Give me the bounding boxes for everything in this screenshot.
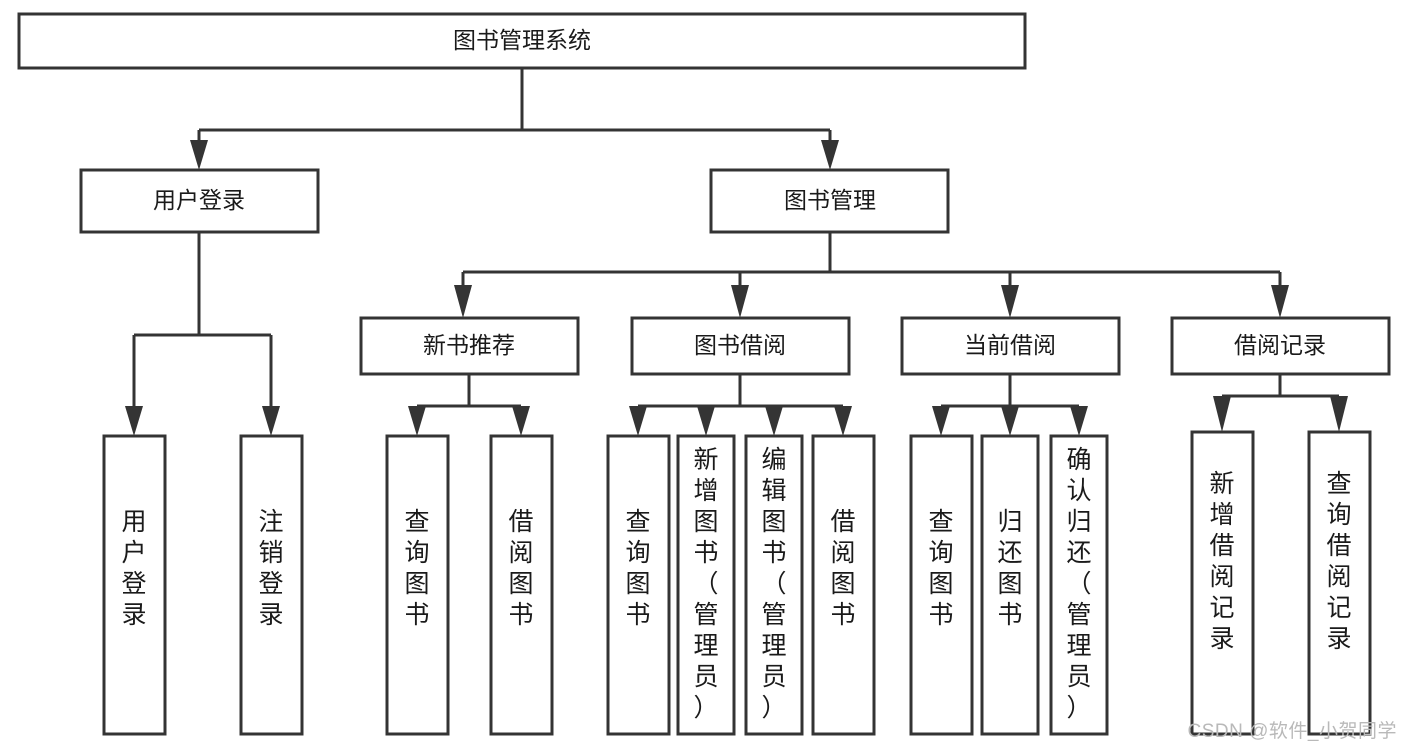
leaf-currentborrow-confirm-return-label: 确认归还（管理员） xyxy=(1066,446,1091,722)
leaf-bookborrow-borrow-book-box xyxy=(811,434,876,736)
arrow-head-newbook-leaf-1 xyxy=(408,406,426,436)
node-user-login-box xyxy=(79,168,320,234)
arrow-head-bookborrow-leaf-2 xyxy=(697,406,715,436)
node-book-borrow-label: 图书借阅 xyxy=(694,332,786,358)
node-borrow-record-label: 借阅记录 xyxy=(1234,332,1326,358)
arrow-head-new-book-recommend xyxy=(454,285,472,318)
leaf-bookborrow-edit-book-box xyxy=(744,434,804,736)
arrow-head-bookborrow-leaf-4 xyxy=(834,406,852,436)
node-borrow-record[interactable]: 借阅记录 xyxy=(1170,316,1391,376)
node-current-borrow-label: 当前借阅 xyxy=(964,332,1056,358)
leaf-bookborrow-add-book-label: 新增图书（管理员） xyxy=(693,446,718,722)
leaf-currentborrow-confirm-return-box xyxy=(1049,434,1109,736)
arrow-head-bookborrow-leaf-1 xyxy=(629,406,647,436)
arrow-head-borrow-record xyxy=(1271,285,1289,318)
leaf-bookborrow-query-book-box xyxy=(606,434,671,736)
leaf-bookborrow-add-book-box xyxy=(676,434,736,736)
node-book-management-label: 图书管理 xyxy=(784,187,876,213)
leaf-newbook-query-book[interactable]: 查询图书 xyxy=(385,434,450,736)
arrow-head-newbook-leaf-2 xyxy=(512,406,530,436)
leaf-borrowrecord-add-record-box xyxy=(1190,430,1255,736)
node-current-borrow-box xyxy=(900,316,1121,376)
node-book-management[interactable]: 图书管理 xyxy=(709,168,950,234)
leaf-currentborrow-confirm-return[interactable]: 确认归还（管理员） xyxy=(1049,434,1109,736)
leaf-bookborrow-query-book-label: 查询图书 xyxy=(625,508,650,629)
leaf-borrowrecord-query-record-label: 查询借阅记录 xyxy=(1326,470,1351,653)
node-borrow-record-box xyxy=(1170,316,1391,376)
leaf-newbook-borrow-book-box xyxy=(489,434,554,736)
leaf-user-login-login-label: 用户登录 xyxy=(121,508,146,629)
node-user-login[interactable]: 用户登录 xyxy=(79,168,320,234)
node-book-management-box xyxy=(709,168,950,234)
arrow-head-borrowrecord-leaf-1 xyxy=(1213,396,1231,432)
leaf-currentborrow-query-book[interactable]: 查询图书 xyxy=(909,434,974,736)
node-root-box xyxy=(17,12,1027,70)
leaf-borrowrecord-add-record-label: 新增借阅记录 xyxy=(1209,470,1234,653)
leaf-borrowrecord-query-record-box xyxy=(1307,430,1372,736)
arrow-head-bookborrow-leaf-3 xyxy=(765,406,783,436)
arrow-head-currentborrow-leaf-2 xyxy=(1001,406,1019,436)
arrow-head-borrowrecord-leaf-2 xyxy=(1330,396,1348,432)
connector-layer xyxy=(125,68,1348,436)
node-root-book-management-system[interactable]: 图书管理系统 xyxy=(17,12,1027,70)
leaf-newbook-borrow-book[interactable]: 借阅图书 xyxy=(489,434,554,736)
node-book-borrow[interactable]: 图书借阅 xyxy=(630,316,851,376)
node-root-label: 图书管理系统 xyxy=(453,27,591,53)
arrow-head-user-login xyxy=(190,140,208,170)
arrow-head-leaf-logout xyxy=(262,406,280,436)
leaf-newbook-query-book-label: 查询图书 xyxy=(404,508,429,629)
leaf-user-login-login[interactable]: 用户登录 xyxy=(102,434,167,736)
leaf-currentborrow-return-book-box xyxy=(980,434,1040,736)
arrow-head-leaf-user-login xyxy=(125,406,143,436)
node-current-borrow[interactable]: 当前借阅 xyxy=(900,316,1121,376)
leaf-borrowrecord-add-record[interactable]: 新增借阅记录 xyxy=(1190,430,1255,736)
node-user-login-label: 用户登录 xyxy=(153,187,245,213)
arrow-head-currentborrow-leaf-3 xyxy=(1070,406,1088,436)
leaf-user-login-logout-label: 注销登录 xyxy=(258,508,283,629)
node-new-book-recommend[interactable]: 新书推荐 xyxy=(359,316,580,376)
node-new-book-recommend-box xyxy=(359,316,580,376)
arrow-head-book-borrow xyxy=(731,285,749,318)
leaf-borrowrecord-query-record[interactable]: 查询借阅记录 xyxy=(1307,430,1372,736)
leaf-currentborrow-query-book-box xyxy=(909,434,974,736)
leaf-bookborrow-borrow-book-label: 借阅图书 xyxy=(830,508,855,629)
arrow-head-book-manage xyxy=(821,140,839,170)
leaf-user-login-logout[interactable]: 注销登录 xyxy=(239,434,304,736)
leaf-newbook-query-book-box xyxy=(385,434,450,736)
leaf-newbook-borrow-book-label: 借阅图书 xyxy=(508,508,533,629)
node-book-borrow-box xyxy=(630,316,851,376)
node-new-book-recommend-label: 新书推荐 xyxy=(423,332,515,358)
leaf-user-login-logout-box xyxy=(239,434,304,736)
csdn-watermark: CSDN @软件_小贺同学 xyxy=(1187,721,1397,742)
leaf-currentborrow-return-book[interactable]: 归还图书 xyxy=(980,434,1040,736)
arrow-head-current-borrow xyxy=(1001,285,1019,318)
leaf-bookborrow-edit-book-label: 编辑图书（管理员） xyxy=(761,446,786,722)
leaf-user-login-login-box xyxy=(102,434,167,736)
leaf-currentborrow-return-book-label: 归还图书 xyxy=(997,508,1022,629)
leaf-bookborrow-add-book[interactable]: 新增图书（管理员） xyxy=(676,434,736,736)
arrow-head-currentborrow-leaf-1 xyxy=(932,406,950,436)
leaf-bookborrow-borrow-book[interactable]: 借阅图书 xyxy=(811,434,876,736)
leaf-bookborrow-query-book[interactable]: 查询图书 xyxy=(606,434,671,736)
leaf-bookborrow-edit-book[interactable]: 编辑图书（管理员） xyxy=(744,434,804,736)
leaf-currentborrow-query-book-label: 查询图书 xyxy=(928,508,953,629)
